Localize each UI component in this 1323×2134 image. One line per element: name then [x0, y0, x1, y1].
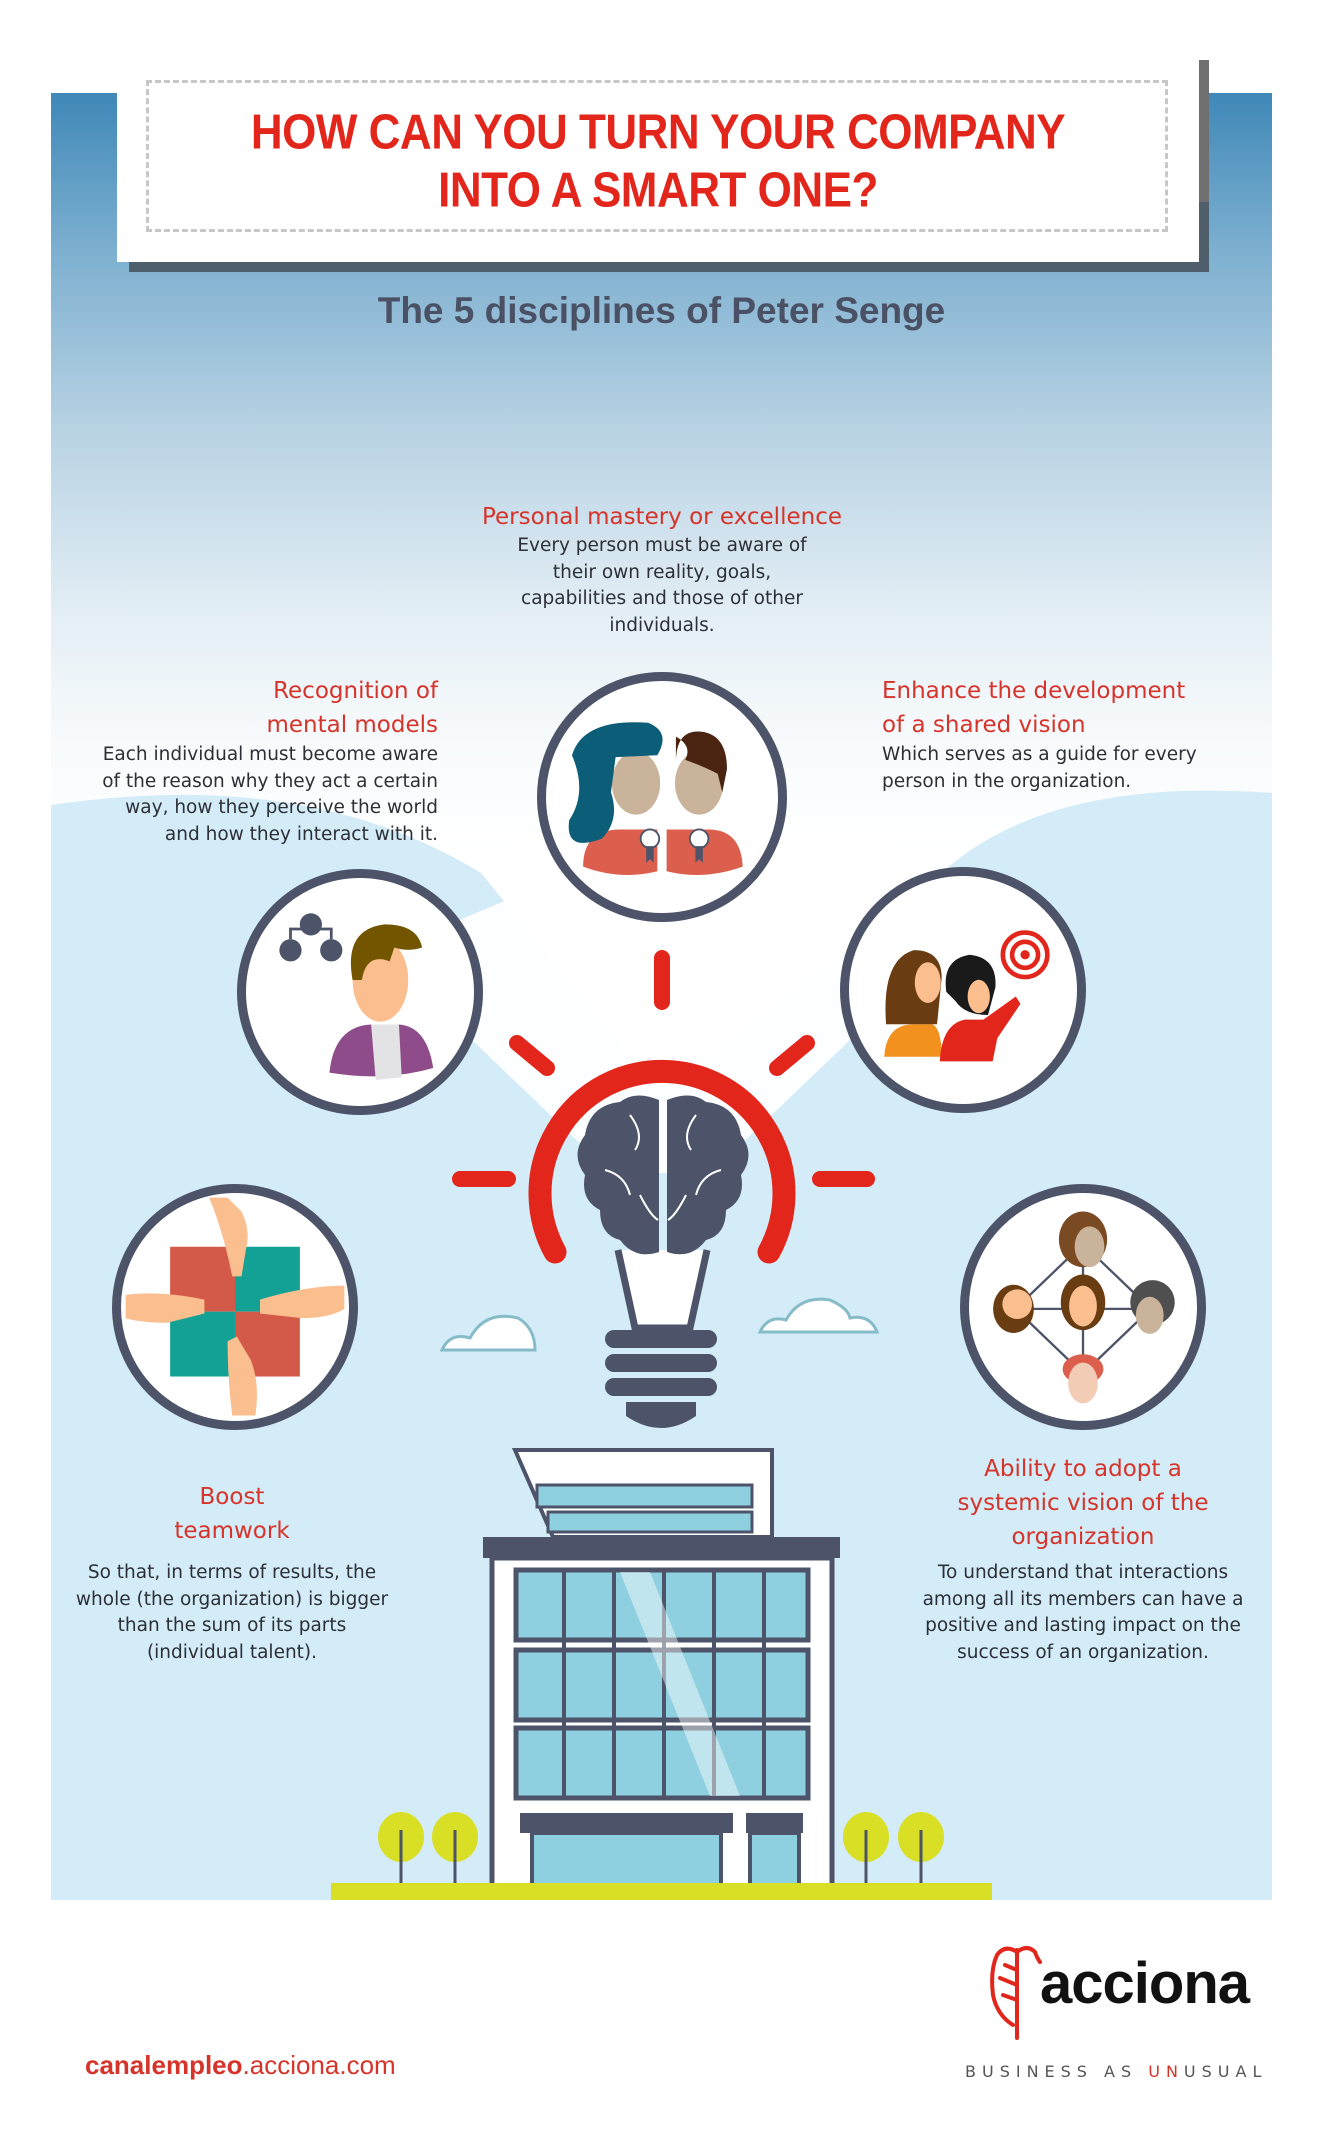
discipline-body: Each individual must become aware of the…: [40, 742, 438, 848]
body-line: capabilities and those of other: [521, 588, 803, 610]
discipline-heading: teamwork: [174, 1518, 290, 1544]
body-line: person in the organization.: [882, 770, 1132, 792]
discipline-heading: of a shared vision: [882, 712, 1086, 738]
acciona-logo-text: acciona: [1040, 1951, 1250, 2016]
discipline-heading: systemic vision of the: [957, 1490, 1209, 1516]
lightbulb-brain-icon: [439, 950, 880, 1428]
body-line: Which serves as a guide for every: [882, 744, 1197, 765]
body-line: Every person must be aware of: [517, 535, 807, 556]
discipline-heading: Boost: [199, 1484, 265, 1510]
body-line: positive and lasting impact on the: [925, 1615, 1241, 1637]
discipline-heading: Ability to adopt a: [984, 1456, 1182, 1482]
discipline-body: Which serves as a guide for every person…: [882, 742, 1262, 795]
page-title-line-1: HOW CAN YOU TURN YOUR COMPANY: [250, 105, 1066, 160]
body-line: So that, in terms of results, the: [87, 1562, 377, 1583]
body-line: among all its members can have a: [922, 1588, 1244, 1610]
discipline-personal-mastery: Personal mastery or excellence Every per…: [400, 500, 924, 639]
body-line: (individual talent).: [146, 1641, 318, 1663]
discipline-heading: Recognition of: [273, 678, 438, 704]
body-line: way, how they perceive the world: [125, 797, 438, 819]
two-people-award-icon: [537, 672, 787, 922]
title-card-dashed-border: [146, 80, 1168, 232]
body-line: individuals.: [609, 614, 715, 636]
discipline-mental-models: Recognition of mental models Each indivi…: [40, 674, 438, 848]
discipline-heading: Personal mastery or excellence: [481, 504, 842, 530]
discipline-heading: mental models: [266, 712, 438, 738]
page-subtitle: The 5 disciplines of Peter Senge: [377, 290, 946, 331]
office-building-illustration: [331, 1448, 992, 1900]
tagline: BUSINESS AS UNUSUAL: [965, 2062, 1267, 2081]
discipline-teamwork: Boost teamwork So that, in terms of resu…: [52, 1480, 412, 1666]
footer-url-bold: canalempleo: [85, 2050, 243, 2080]
body-line: success of an organization.: [957, 1641, 1209, 1663]
discipline-shared-vision: Enhance the development of a shared visi…: [882, 674, 1262, 795]
discipline-body: So that, in terms of results, the whole …: [52, 1560, 412, 1666]
person-hierarchy-icon: [237, 869, 483, 1115]
acciona-leaf-logo-icon: [990, 1946, 1042, 2040]
discipline-systemic-vision: Ability to adopt a systemic vision of th…: [900, 1452, 1266, 1666]
people-network-icon: [960, 1184, 1206, 1430]
people-target-icon: [840, 867, 1086, 1113]
discipline-body: Every person must be aware of their own …: [400, 533, 924, 639]
footer-url-rest: .acciona.com: [242, 2050, 396, 2080]
body-line: of the reason why they act a certain: [102, 770, 438, 792]
footer-url[interactable]: canalempleo.acciona.com: [85, 2050, 396, 2081]
body-line: their own reality, goals,: [552, 561, 772, 583]
discipline-body: To understand that interactions among al…: [900, 1560, 1266, 1666]
body-line: than the sum of its parts: [117, 1615, 347, 1637]
trees: [378, 1812, 944, 1887]
body-line: Each individual must become aware: [102, 744, 438, 765]
discipline-heading: organization: [1011, 1524, 1155, 1550]
tagline-part: BUSINESS AS: [965, 2062, 1149, 2081]
tagline-part: USUAL: [1183, 2062, 1268, 2081]
tagline-highlight: UN: [1148, 2062, 1184, 2081]
title-card-shadow: [1199, 60, 1209, 272]
discipline-heading: Enhance the development: [882, 678, 1186, 704]
body-line: whole (the organization) is bigger: [75, 1588, 389, 1610]
body-line: and how they interact with it.: [164, 823, 438, 845]
page-title-line-2: INTO A SMART ONE?: [438, 163, 878, 218]
body-line: To understand that interactions: [937, 1562, 1229, 1583]
hands-puzzle-icon: [112, 1184, 358, 1430]
